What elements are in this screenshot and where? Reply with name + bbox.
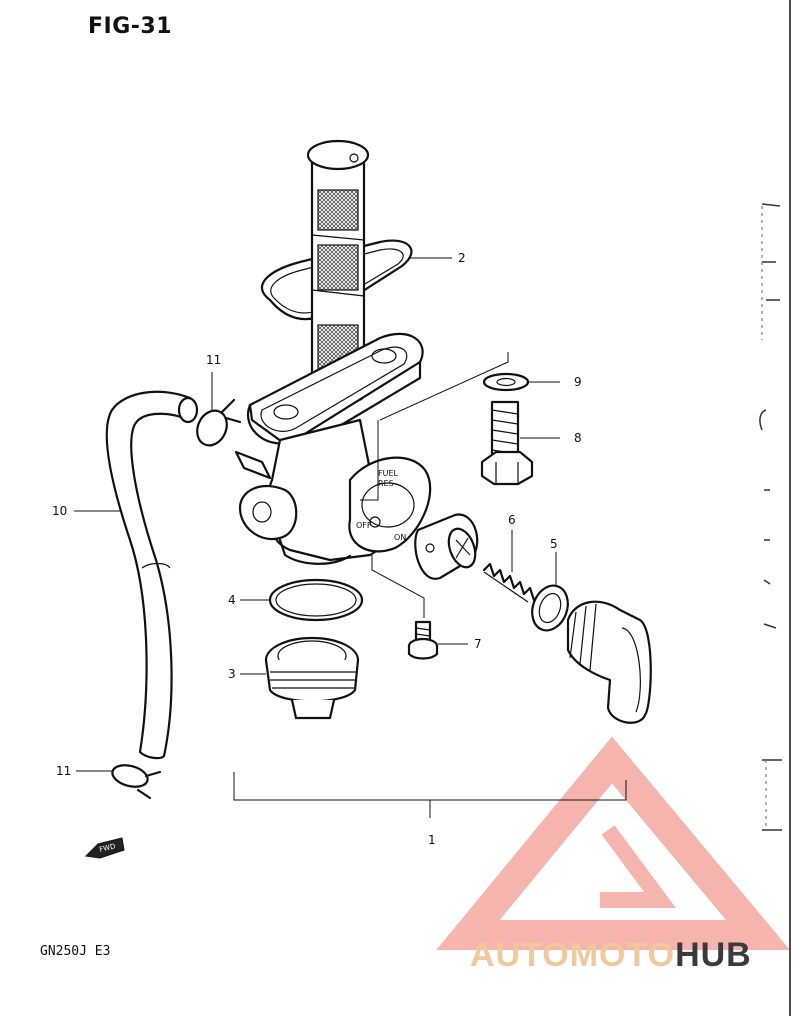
callout-5: 5 (550, 537, 558, 551)
o-ring-large-part (260, 239, 413, 321)
callout-8: 8 (574, 431, 582, 445)
fuel-hose-part (105, 390, 199, 760)
watermark-text: AUTOMOTOHUB (470, 936, 752, 974)
res-marking: RES (378, 479, 394, 488)
callout-11-lower: 11 (56, 764, 71, 778)
callout-2: 2 (458, 251, 466, 265)
callout-1: 1 (428, 833, 436, 847)
callout-10: 10 (52, 504, 67, 518)
callout-11-upper: 11 (206, 353, 221, 367)
callout-7: 7 (474, 637, 482, 651)
forward-arrow-icon: FWD (84, 837, 125, 859)
watermark-part2: HUB (675, 936, 752, 974)
fuel-marking: FUEL (378, 469, 399, 478)
fwd-label: FWD (99, 842, 117, 854)
lever-shaft-part (414, 513, 479, 580)
scan-edge-marks (759, 0, 791, 1016)
callout-6: 6 (508, 513, 516, 527)
svg-text:AUTOMOTOHUB: AUTOMOTOHUB (470, 936, 752, 974)
spring-part (482, 562, 536, 603)
filter-cup-part (264, 636, 360, 720)
on-marking: ON (394, 533, 406, 542)
bolt-part (480, 400, 534, 486)
callout-9: 9 (574, 375, 582, 389)
assembly-bracket (233, 352, 627, 818)
callout-4: 4 (228, 593, 236, 607)
hose-clip-upper-part (196, 398, 242, 447)
model-code: GN250J E3 (40, 944, 111, 959)
off-marking: OFF (356, 521, 372, 530)
valve-body-part: FUEL RES OFF ON (234, 418, 432, 565)
watermark-part1: AUTOMOTO (470, 936, 675, 974)
gasket-part (531, 584, 569, 632)
figure-title: FIG-31 (88, 14, 173, 39)
leader-lines (74, 257, 560, 772)
o-ring-cup-part (268, 578, 364, 622)
screw-part (407, 620, 439, 660)
washer-part (482, 372, 530, 392)
callout-labels: 1 2 3 4 5 6 7 8 9 10 11 11 (52, 251, 582, 847)
callout-3: 3 (228, 667, 236, 681)
lever-knob-part (566, 600, 652, 724)
hose-clip-lower-part (111, 764, 162, 800)
watermark-logo-icon (436, 736, 791, 950)
fuel-filter-screen-part (306, 139, 370, 402)
